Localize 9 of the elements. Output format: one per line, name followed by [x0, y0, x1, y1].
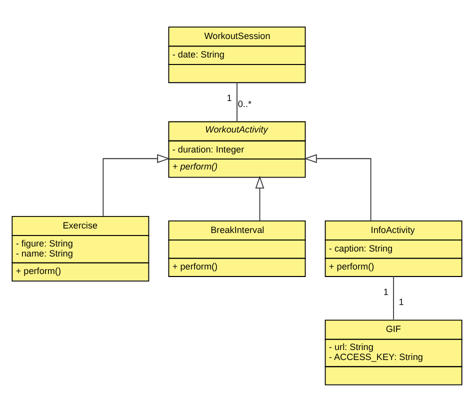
connector	[236, 81, 238, 121]
arrow	[102, 154, 170, 216]
arrow	[304, 154, 372, 220]
arrow	[255, 175, 264, 220]
label: 1	[398, 296, 404, 307]
connector	[393, 275, 394, 320]
label: 0..*	[238, 98, 252, 108]
label: 1	[383, 286, 388, 296]
label: 1	[226, 92, 232, 103]
